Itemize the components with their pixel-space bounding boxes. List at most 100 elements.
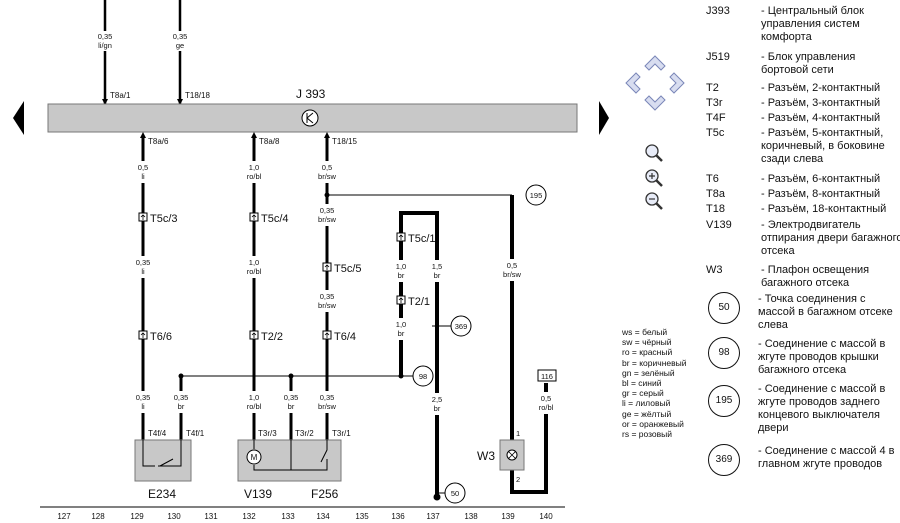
pin-arrow xyxy=(251,132,257,138)
component-e234[interactable] xyxy=(134,439,192,482)
zoom-out-icon[interactable] xyxy=(645,192,663,210)
next-page-arrow-icon[interactable] xyxy=(599,101,609,135)
legend-desc: - Центральный блок управления систем ком… xyxy=(761,5,864,43)
connector-t64[interactable]: T6/4 xyxy=(322,330,356,343)
pin-label: T4f/1 xyxy=(186,429,205,438)
wire-gauge: 0,35 xyxy=(136,393,151,402)
color-item: gn = зелёный xyxy=(622,367,675,378)
component-label-w3: W3 xyxy=(477,449,495,463)
connector-t5c1[interactable]: T5c/1 xyxy=(396,232,436,245)
wire-color: ro/bl xyxy=(539,403,554,412)
wire-color: li xyxy=(141,402,145,411)
color-item: rs = розовый xyxy=(622,429,673,440)
ground-point-label: 195 xyxy=(530,191,543,200)
wire-gauge: 0,35 xyxy=(98,32,113,41)
zoom-in-icon[interactable] xyxy=(645,169,663,187)
legend-desc: - Разъём, 18-контактный xyxy=(761,203,887,215)
legend-code: T4F xyxy=(706,112,726,124)
wire-color: br xyxy=(288,402,295,411)
wire-gauge: 1,5 xyxy=(432,262,442,271)
connector-label: T6/4 xyxy=(334,331,356,343)
wire-gauge: 0,35 xyxy=(173,32,188,41)
component-w3[interactable] xyxy=(499,439,525,471)
ground-point-98[interactable]: 98 xyxy=(412,365,434,387)
connector-label: T5c/1 xyxy=(408,233,436,245)
legend-code: T5c xyxy=(706,127,725,139)
ground-point-50[interactable]: 50 xyxy=(444,482,466,504)
color-item: bl = синий xyxy=(622,378,662,389)
pin-label: 2 xyxy=(516,475,520,484)
legend-desc: - Разъём, 8-контактный xyxy=(761,188,881,200)
svg-text:132: 132 xyxy=(242,512,256,521)
legend-ground-desc: - Соединение с массой 4 в главном жгуте … xyxy=(758,445,895,470)
ground-point-label: 50 xyxy=(451,489,459,498)
wire-color: ge xyxy=(176,41,184,50)
wire-color: br/sw xyxy=(318,172,337,181)
zoom-fit-icon[interactable] xyxy=(645,144,663,162)
wire-gauge: 0,35 xyxy=(320,206,335,215)
arrow-right-icon[interactable] xyxy=(669,72,685,94)
svg-text:135: 135 xyxy=(355,512,369,521)
connector-t66[interactable]: T6/6 xyxy=(138,330,172,343)
svg-text:140: 140 xyxy=(539,512,553,521)
legend-code: V139 xyxy=(706,219,732,231)
wire-color: li/gn xyxy=(98,41,112,50)
wire-color: br xyxy=(434,404,441,413)
legend-code: J393 xyxy=(706,5,730,17)
prev-page-arrow-icon[interactable] xyxy=(13,101,24,135)
connector-t5c5[interactable]: T5c/5 xyxy=(322,262,362,275)
ground-point-195[interactable]: 195 xyxy=(525,184,547,206)
pin-label: T3r/3 xyxy=(258,429,277,438)
svg-text:138: 138 xyxy=(464,512,478,521)
wire-gauge: 2,5 xyxy=(432,395,442,404)
motor-icon xyxy=(246,449,262,465)
arrow-down-icon[interactable] xyxy=(644,95,666,111)
wire-7-loop xyxy=(510,383,548,494)
ground-point-label: 98 xyxy=(419,372,427,381)
legend-desc: - Разъём, 4-контактный xyxy=(761,112,881,124)
connector-t22[interactable]: T2/2 xyxy=(249,330,283,343)
pin-label: T8a/6 xyxy=(148,137,169,146)
legend-ground-desc: - Соединение с массой в жгуте проводов з… xyxy=(758,383,886,434)
legend-code: W3 xyxy=(706,264,723,276)
svg-text:128: 128 xyxy=(91,512,105,521)
svg-text:137: 137 xyxy=(426,512,440,521)
color-item: ge = жёлтый xyxy=(622,408,672,419)
wire-4-loop xyxy=(399,211,439,497)
component-label-v139: V139 xyxy=(244,487,272,501)
grid-numbers: 127 128 129 130 131 132 133 134 135 136 … xyxy=(57,512,553,521)
ground-point-label: 369 xyxy=(455,322,468,331)
wire-gauge: 0,5 xyxy=(507,261,517,270)
legend-ground-98: 98 xyxy=(708,337,740,369)
arrow-left-icon[interactable] xyxy=(625,72,641,94)
ground-point-369[interactable]: 369 xyxy=(450,315,472,337)
pin-label: T8a/1 xyxy=(110,91,131,100)
wire-gauge: 1,0 xyxy=(249,393,259,402)
svg-text:136: 136 xyxy=(391,512,405,521)
connector-t5c3[interactable]: T5c/3 xyxy=(138,212,178,225)
connector-t5c4[interactable]: T5c/4 xyxy=(249,212,289,225)
wire-gauge: 0,35 xyxy=(136,258,151,267)
pin-label: T3r/2 xyxy=(295,429,314,438)
pin-label: T18/18 xyxy=(185,91,210,100)
ref-label: 116 xyxy=(541,372,553,381)
component-v139-f256[interactable]: M xyxy=(237,439,342,482)
legend-code: T18 xyxy=(706,203,725,215)
svg-text:129: 129 xyxy=(130,512,144,521)
wire-color: br/sw xyxy=(318,301,337,310)
wire-gauge: 1,0 xyxy=(249,258,259,267)
pin-arrow xyxy=(102,99,108,105)
wire-gauge: 0,5 xyxy=(138,163,148,172)
component-label-e234: E234 xyxy=(148,487,176,501)
connector-t21[interactable]: T2/1 xyxy=(396,295,430,308)
pin-arrow xyxy=(177,99,183,105)
legend-desc: - Электродвигатель отпирания двери багаж… xyxy=(761,219,900,257)
color-item: ro = красный xyxy=(622,347,673,358)
connector-label: T5c/4 xyxy=(261,213,289,225)
legend-desc: - Блок управления бортовой сети xyxy=(761,51,856,76)
arrow-up-icon[interactable] xyxy=(644,55,666,71)
ref-box-116[interactable] xyxy=(537,369,557,382)
connector-label: T5c/5 xyxy=(334,263,362,275)
wire-gauge: 1,0 xyxy=(396,262,406,271)
